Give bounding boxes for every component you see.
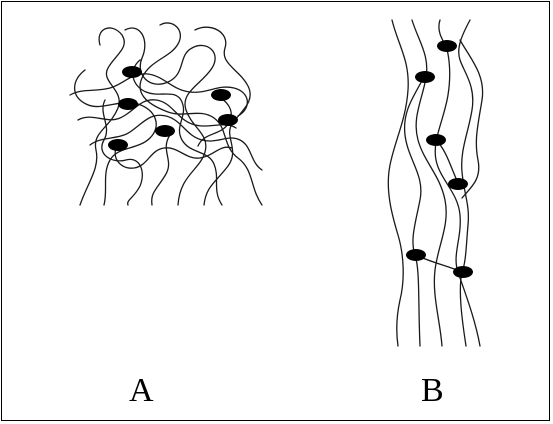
panel-b-chain — [405, 75, 425, 346]
panel-a-chain — [80, 28, 124, 205]
panel-a-chain — [102, 100, 142, 205]
panel-a-chain — [152, 135, 170, 205]
crosslink-dot — [426, 134, 446, 146]
crosslink-dot — [155, 125, 175, 137]
panel-b-network — [388, 20, 482, 346]
crosslink-dot — [453, 266, 473, 278]
crosslink-dot — [122, 66, 142, 78]
panel-b-chain — [436, 140, 458, 183]
panel-a-network — [70, 23, 262, 205]
crosslink-dot — [406, 249, 426, 261]
panel-b-chain — [460, 40, 483, 198]
panel-b-chain — [388, 20, 408, 346]
crosslink-dot — [448, 178, 468, 190]
crosslink-dot — [415, 71, 435, 83]
panel-a-chain — [133, 60, 222, 205]
panel-a-chain — [140, 23, 262, 205]
panel-a-chain — [125, 28, 215, 205]
crosslink-dot — [118, 98, 138, 110]
crosslink-dot — [108, 139, 128, 151]
crosslink-dot — [437, 40, 457, 52]
panel-b-chain — [412, 20, 446, 346]
panel-label-a: A — [129, 374, 154, 408]
panel-a-chain — [78, 100, 236, 128]
panel-b-crosslinks — [406, 40, 473, 278]
crosslink-dot — [218, 114, 238, 126]
crosslink-dot — [211, 89, 231, 101]
panel-label-b: B — [421, 374, 444, 408]
